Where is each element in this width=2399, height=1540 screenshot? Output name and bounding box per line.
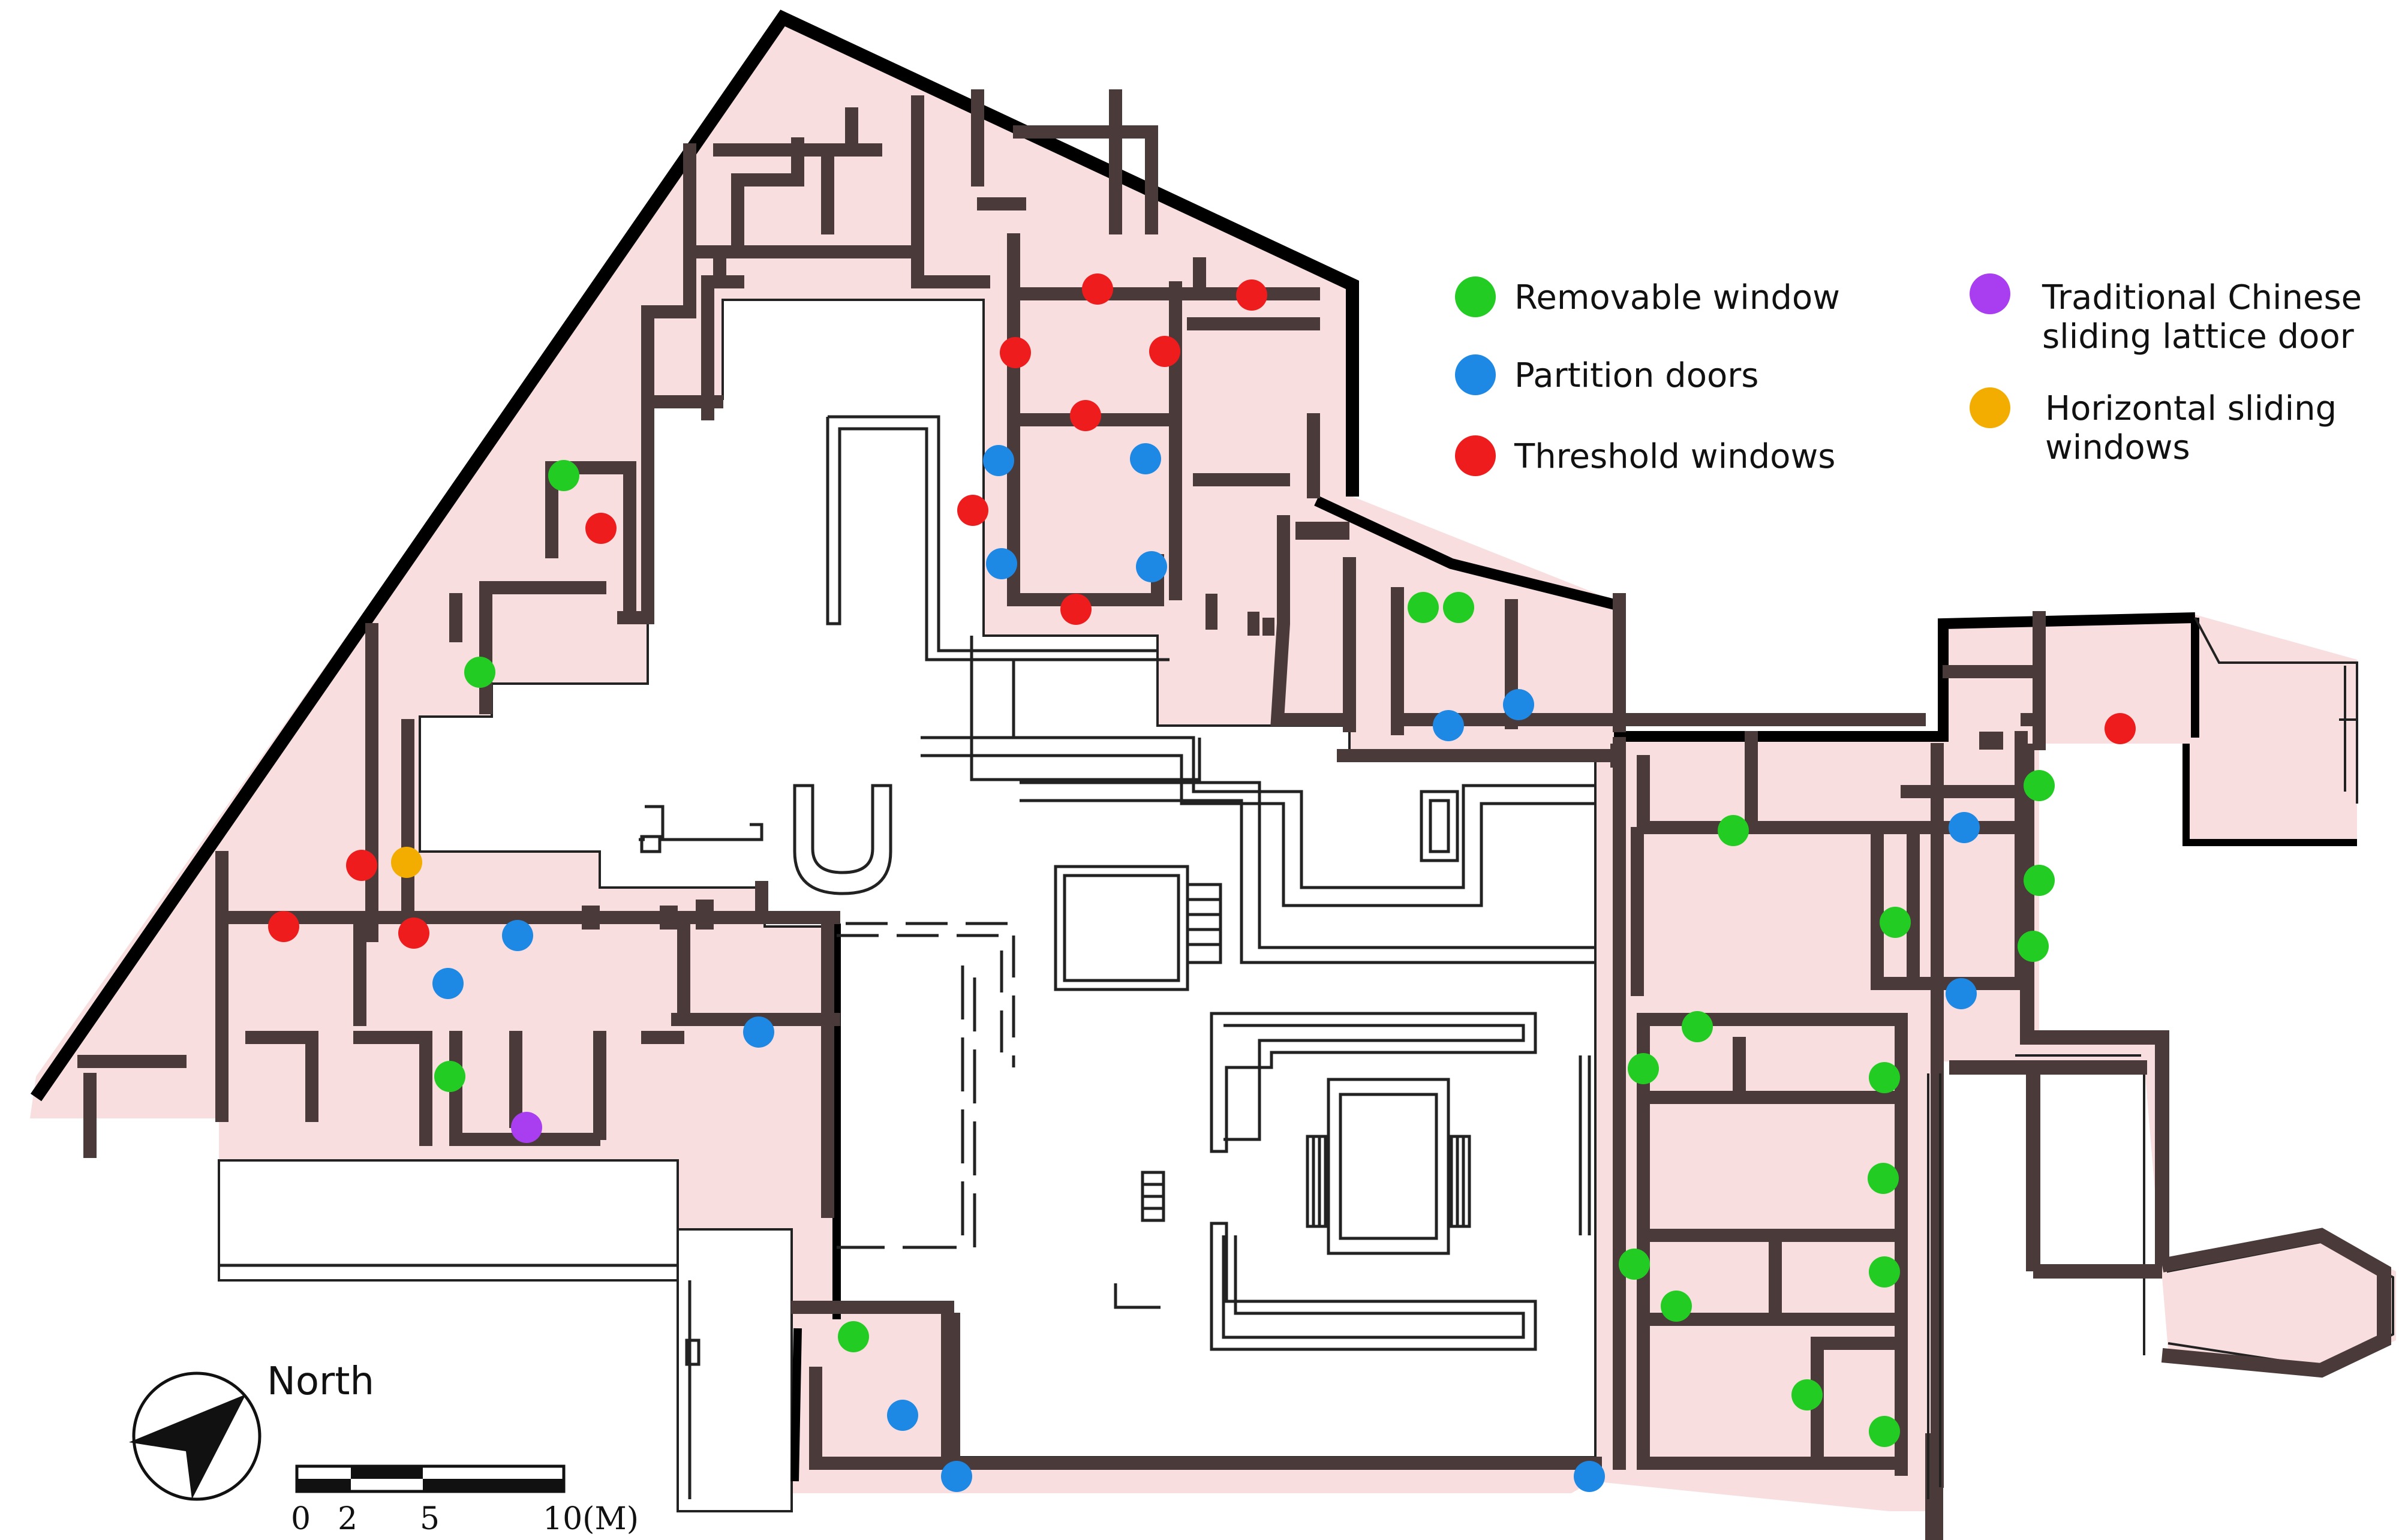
threshold-marker: [585, 513, 617, 544]
lattice-marker: [511, 1112, 542, 1143]
building-footprint: [30, 18, 2396, 1512]
removable-marker: [434, 1061, 465, 1092]
removable-marker: [1869, 1416, 1900, 1447]
removable-marker: [1682, 1011, 1713, 1042]
partition-marker: [941, 1461, 972, 1492]
removable-marker: [1628, 1053, 1659, 1084]
legend-label-partition: Partition doors: [1514, 356, 1758, 395]
removable-marker: [2024, 865, 2055, 896]
scale-bar: 0 2 5 10(M): [291, 1464, 639, 1537]
legend-label-threshold: Threshold windows: [1514, 437, 1835, 476]
removable-marker: [464, 657, 495, 688]
north-label: North: [267, 1359, 374, 1404]
lattice-door-legend-swatch: [1970, 273, 2010, 314]
legend-label-removable: Removable window: [1514, 278, 1840, 317]
lower-left-open-area: [218, 1159, 679, 1282]
legend-item-threshold: Threshold windows: [1455, 435, 1835, 476]
partition-marker: [887, 1400, 918, 1431]
removable-marker: [1408, 592, 1439, 623]
scale-label-0: 0: [291, 1501, 311, 1537]
partition-marker: [743, 1016, 774, 1048]
removable-marker: [1869, 1256, 1900, 1288]
legend-label-lattice-line1: Traditional Chinese: [2042, 278, 2362, 317]
partition-marker: [1136, 551, 1167, 582]
removable-marker: [838, 1321, 869, 1352]
legend-label-horizontal-line1: Horizontal sliding: [2045, 389, 2337, 428]
outer-boundary: [30, 10, 2357, 1482]
markers-layer: [268, 273, 2136, 1492]
legend-item-removable: Removable window: [1455, 276, 1840, 317]
threshold-marker: [957, 495, 988, 526]
north-arrow-icon: [129, 1394, 246, 1499]
partition-marker: [1946, 978, 1977, 1009]
legend-item-horizontal: Horizontal sliding windows: [1970, 387, 2337, 467]
threshold-marker: [1070, 400, 1101, 431]
threshold-marker: [1149, 336, 1180, 367]
removable-marker: [1619, 1249, 1650, 1280]
threshold-marker: [268, 911, 299, 942]
removable-marker: [2024, 770, 2055, 801]
partition-marker: [1130, 443, 1161, 474]
removable-marker: [1443, 592, 1474, 623]
partition-marker: [1503, 689, 1534, 720]
removable-marker: [1868, 1163, 1899, 1194]
partition-marker: [1574, 1461, 1605, 1492]
removable-marker: [1661, 1291, 1692, 1322]
partition-marker: [1433, 710, 1464, 741]
legend-item-lattice: Traditional Chinese sliding lattice door: [1970, 273, 2362, 356]
removable-marker: [1880, 907, 1911, 938]
threshold-marker: [1236, 279, 1267, 311]
scale-label-5: 5: [420, 1501, 440, 1537]
legend: Removable window Partition doors Thresho…: [1455, 273, 2362, 476]
threshold-marker: [1060, 594, 1092, 625]
legend-item-partition: Partition doors: [1455, 354, 1758, 395]
right-wing-walls: [1949, 744, 2391, 1378]
partition-marker: [983, 445, 1014, 476]
partition-door-legend-swatch: [1455, 354, 1496, 395]
removable-marker: [1791, 1379, 1823, 1410]
threshold-window-legend-swatch: [1455, 435, 1496, 476]
threshold-marker: [398, 918, 429, 949]
removable-window-legend-swatch: [1455, 276, 1496, 317]
partition-marker: [502, 920, 533, 951]
wall-details: [582, 522, 2003, 1540]
legend-label-horizontal-line2: windows: [2045, 428, 2190, 467]
scale-label-10m: 10(M): [543, 1501, 639, 1537]
partition-marker: [432, 968, 464, 999]
threshold-marker: [1082, 273, 1113, 305]
removable-marker: [1869, 1062, 1900, 1093]
legend-label-lattice-line2: sliding lattice door: [2042, 317, 2355, 356]
threshold-marker: [1000, 337, 1031, 368]
courtyard-features: [219, 415, 1595, 1499]
partition-marker: [986, 548, 1017, 579]
horizontal-window-legend-swatch: [1970, 387, 2010, 428]
lower-gap-area: [677, 1228, 793, 1512]
removable-marker: [548, 460, 579, 491]
horizontal-marker: [391, 847, 422, 878]
removable-marker: [2018, 931, 2049, 962]
partition-marker: [1949, 812, 1980, 843]
threshold-marker: [2105, 713, 2136, 744]
threshold-marker: [346, 850, 377, 881]
scale-label-2: 2: [338, 1501, 357, 1537]
removable-marker: [1718, 815, 1749, 846]
north-arrow: North: [129, 1359, 374, 1501]
